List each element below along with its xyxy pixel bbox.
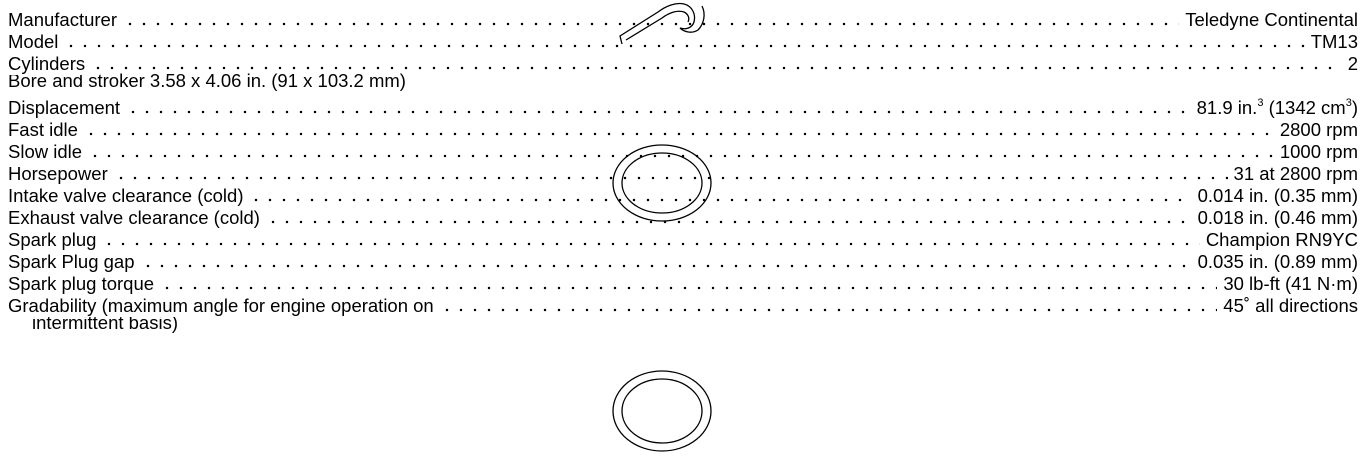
spec-row-spark-plug-torque: Spark plug torque 30 lb-ft (41 N·m) (8, 268, 1358, 295)
dot-leader (91, 48, 1342, 70)
spec-label-continuation: intermittent basis) (32, 312, 178, 333)
spec-value: 30 lb-ft (41 N·m) (1217, 273, 1358, 295)
spec-label: Spark plug torque (8, 273, 161, 295)
superscript: 3 (1345, 96, 1352, 109)
spec-value: 2 (1341, 53, 1358, 75)
spec-row-spark-plug-gap: Spark Plug gap 0.035 in. (0.89 mm) (8, 246, 1358, 273)
engine-spec-sheet: Manufacturer Teledyne Continental Model … (8, 4, 1358, 334)
spec-label: Spark Plug gap (8, 251, 141, 273)
dot-leader (113, 158, 1228, 180)
dot-leader (439, 290, 1218, 312)
spec-row-horsepower: Horsepower 31 at 2800 rpm (8, 158, 1358, 185)
value-part: 81.9 in. (1196, 97, 1258, 118)
spec-value: 0.018 in. (0.46 mm) (1191, 207, 1358, 229)
dot-leader (126, 92, 1191, 114)
value-part: ) (1351, 97, 1358, 118)
ring-mark-lower (612, 370, 712, 452)
dot-leader (140, 246, 1192, 268)
spec-row-fast-idle: Fast idle 2800 rpm (8, 114, 1358, 141)
spec-value: 2800 rpm (1273, 119, 1358, 141)
spec-label: Exhaust valve clearance (cold) (8, 207, 266, 229)
spec-label: Fast idle (8, 119, 84, 141)
dot-leader (88, 136, 1274, 158)
spec-value: 0.014 in. (0.35 mm) (1191, 185, 1358, 207)
spec-label: Spark plug (8, 229, 103, 251)
dot-leader (64, 26, 1305, 48)
spec-value: TM13 (1304, 31, 1358, 53)
spec-value: 1000 rpm (1273, 141, 1358, 163)
spec-label: Cylinders (8, 53, 92, 75)
spec-value: 31 at 2800 rpm (1227, 163, 1358, 185)
dot-leader (265, 202, 1192, 224)
spec-row-exhaust-valve: Exhaust valve clearance (cold) 0.018 in.… (8, 202, 1358, 229)
spec-row-cylinders: Cylinders 2 (8, 48, 1358, 75)
spec-value: 81.9 in.3 (1342 cm3) (1190, 96, 1358, 119)
spec-label: Model (8, 31, 65, 53)
spec-value: Teledyne Continental (1179, 9, 1358, 31)
spec-label: Intake valve clearance (cold) (8, 185, 250, 207)
superscript: 3 (1257, 96, 1264, 109)
dot-leader (83, 114, 1274, 136)
spec-row-gradability: Gradability (maximum angle for engine op… (8, 290, 1358, 317)
spec-row-slow-idle: Slow idle 1000 rpm (8, 136, 1358, 163)
spec-row-manufacturer: Manufacturer Teledyne Continental (8, 4, 1358, 31)
spec-row-displacement: Displacement 81.9 in.3 (1342 cm3) (8, 92, 1358, 119)
spec-value: Champion RN9YC (1199, 229, 1358, 251)
spec-label: Gradability (maximum angle for engine op… (8, 295, 440, 317)
spec-label: Bore and stroker 3.58 x 4.06 in. (91 x 1… (8, 70, 406, 91)
spec-row-intake-valve: Intake valve clearance (cold) 0.014 in. … (8, 180, 1358, 207)
dot-leader (123, 4, 1180, 26)
dot-leader (249, 180, 1192, 202)
value-part: (1342 cm (1263, 97, 1346, 118)
spec-label: Slow idle (8, 141, 89, 163)
spec-row-model: Model TM13 (8, 26, 1358, 53)
dot-leader (102, 224, 1200, 246)
spec-value: 45˚ all directions (1217, 295, 1358, 317)
spec-row-bore-stroke: Bore and stroker 3.58 x 4.06 in. (91 x 1… (8, 70, 1358, 92)
spec-label: Horsepower (8, 163, 114, 185)
spec-label: Manufacturer (8, 9, 123, 31)
spec-row-spark-plug: Spark plug Champion RN9YC (8, 224, 1358, 251)
spec-value: 0.035 in. (0.89 mm) (1191, 251, 1358, 273)
dot-leader (160, 268, 1218, 290)
spec-label: Displacement (8, 97, 127, 119)
